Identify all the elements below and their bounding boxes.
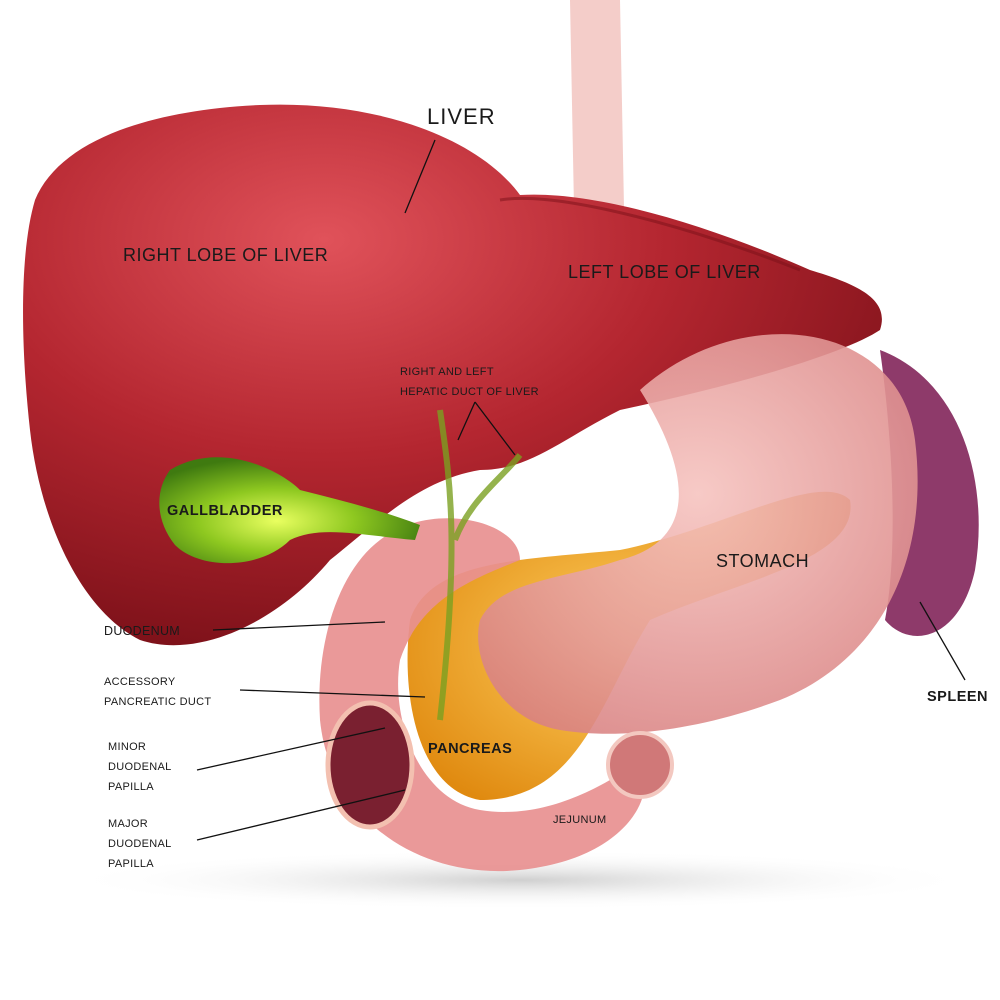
label-stomach: STOMACH <box>716 551 810 571</box>
liver-lobe-divide <box>499 196 801 272</box>
label-accessory-line1: ACCESSORY <box>104 676 176 688</box>
label-accessory-duct: ACCESSORY PANCREATIC DUCT <box>104 672 211 712</box>
label-gallbladder: GALLBLADDER <box>167 503 283 519</box>
label-left-lobe: LEFT LOBE OF LIVER <box>568 262 761 282</box>
jejunum-cross-section <box>606 731 674 799</box>
label-spleen: SPLEEN <box>927 689 989 705</box>
label-major-papilla: MAJOR DUODENAL PAPILLA <box>108 814 172 874</box>
label-right-lobe: RIGHT LOBE OF LIVER <box>123 245 329 265</box>
bile-ducts <box>437 409 523 721</box>
label-hepatic-duct-line1: RIGHT AND LEFT <box>400 366 494 378</box>
ground-shadow <box>60 850 980 910</box>
label-liver: LIVER <box>427 104 496 129</box>
label-pancreas: PANCREAS <box>428 741 513 757</box>
label-jejunum: JEJUNUM <box>553 814 607 826</box>
duodenum-cross-section <box>325 700 415 830</box>
label-major-line2: DUODENAL <box>108 838 172 850</box>
label-minor-line2: DUODENAL <box>108 761 172 773</box>
stomach <box>478 334 918 734</box>
label-hepatic-duct-line2: HEPATIC DUCT OF LIVER <box>400 386 539 398</box>
label-hepatic-duct: RIGHT AND LEFT HEPATIC DUCT OF LIVER <box>400 362 539 402</box>
label-major-line3: PAPILLA <box>108 858 154 870</box>
label-major-line1: MAJOR <box>108 818 148 830</box>
gallbladder <box>159 457 420 564</box>
esophagus <box>570 0 625 260</box>
leader-lines <box>196 139 966 841</box>
label-accessory-line2: PANCREATIC DUCT <box>104 696 212 708</box>
label-minor-line3: PAPILLA <box>108 781 154 793</box>
label-minor-papilla: MINOR DUODENAL PAPILLA <box>108 737 172 797</box>
label-duodenum: DUODENUM <box>104 624 181 638</box>
label-minor-line1: MINOR <box>108 741 147 753</box>
